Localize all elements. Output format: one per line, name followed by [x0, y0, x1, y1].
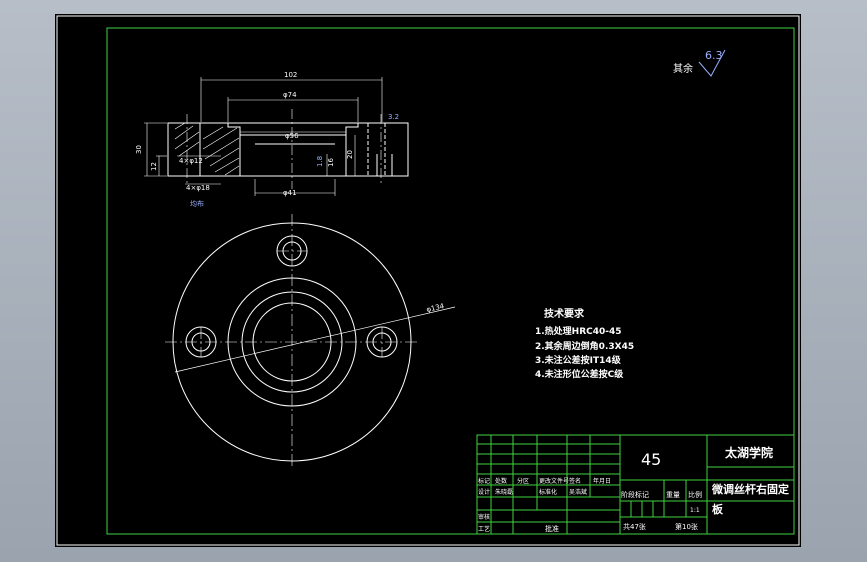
- material: 45: [641, 450, 661, 469]
- section-view: [167, 109, 409, 189]
- stage-mark-label: 阶段标记: [621, 490, 649, 499]
- design-label: 设计: [478, 488, 490, 496]
- surface-finish-symbol: 其余 6.3: [673, 49, 726, 77]
- tech-item-3: 3.未注公差按IT14级: [535, 354, 622, 366]
- dim-18: 1.8: [316, 156, 324, 167]
- dim-30: 30: [135, 145, 143, 154]
- header-change-doc: 更改文件号: [539, 477, 569, 485]
- tech-item-1: 1.热处理HRC40-45: [535, 325, 622, 337]
- section-dimensions: [144, 77, 383, 196]
- dim-20: 20: [346, 150, 354, 159]
- dim-102: 102: [284, 71, 297, 79]
- drawing-sheet: 其余 6.3: [55, 14, 801, 547]
- tech-item-2: 2.其余周边倒角0.3X45: [535, 340, 634, 352]
- dim-56: φ56: [285, 132, 299, 140]
- header-count: 处数: [495, 477, 507, 485]
- cad-drawing: 其余 6.3: [56, 15, 800, 546]
- dim-74: φ74: [283, 91, 297, 99]
- process-label: 工艺: [478, 525, 490, 533]
- dim-16: 16: [327, 158, 335, 167]
- note-uniform: 均布: [190, 199, 204, 208]
- scale-value: 1:1: [690, 507, 700, 514]
- sheet-number: 第10张: [675, 522, 698, 531]
- dim-134: φ134: [426, 302, 446, 314]
- technical-requirements: 技术要求 1.热处理HRC40-45 2.其余周边倒角0.3X45 3.未注公差…: [535, 307, 634, 380]
- dim-41: φ41: [283, 189, 297, 197]
- inner-border: [106, 27, 795, 535]
- header-sign: 签名: [569, 477, 581, 485]
- header-zone: 分区: [517, 477, 529, 485]
- tech-item-4: 4.未注形位公差按C级: [535, 368, 624, 380]
- surface-finish-label: 其余: [673, 62, 693, 75]
- surface-finish-value: 6.3: [705, 49, 723, 62]
- standard-label: 标准化: [539, 488, 557, 496]
- part-name-line1: 微调丝杆右固定: [711, 482, 789, 496]
- outer-border: [56, 15, 800, 546]
- title-block: [476, 434, 795, 535]
- school-name: 太湖学院: [725, 445, 773, 460]
- standard-name: 吴浩斌: [569, 488, 587, 496]
- dim-hole-12: 4×φ12: [179, 157, 203, 165]
- scale-label: 比例: [688, 490, 702, 499]
- plan-view: [165, 214, 456, 469]
- review-label: 审核: [478, 513, 490, 521]
- roughness-side: 3.2: [388, 113, 399, 121]
- dim-hole-18: 4×φ18: [186, 184, 210, 192]
- designer-name: 朱晓磊: [495, 488, 513, 496]
- approve-label: 批准: [545, 524, 559, 533]
- dim-12: 12: [150, 162, 158, 171]
- revision-headers: 标记 处数 分区 更改文件号 签名 年月日: [478, 477, 611, 485]
- sheet-total: 共47张: [623, 522, 646, 531]
- part-name-line2: 板: [712, 502, 724, 516]
- tech-title: 技术要求: [544, 307, 585, 320]
- header-date: 年月日: [593, 477, 611, 485]
- weight-label: 重量: [666, 491, 680, 499]
- header-mark: 标记: [478, 477, 490, 485]
